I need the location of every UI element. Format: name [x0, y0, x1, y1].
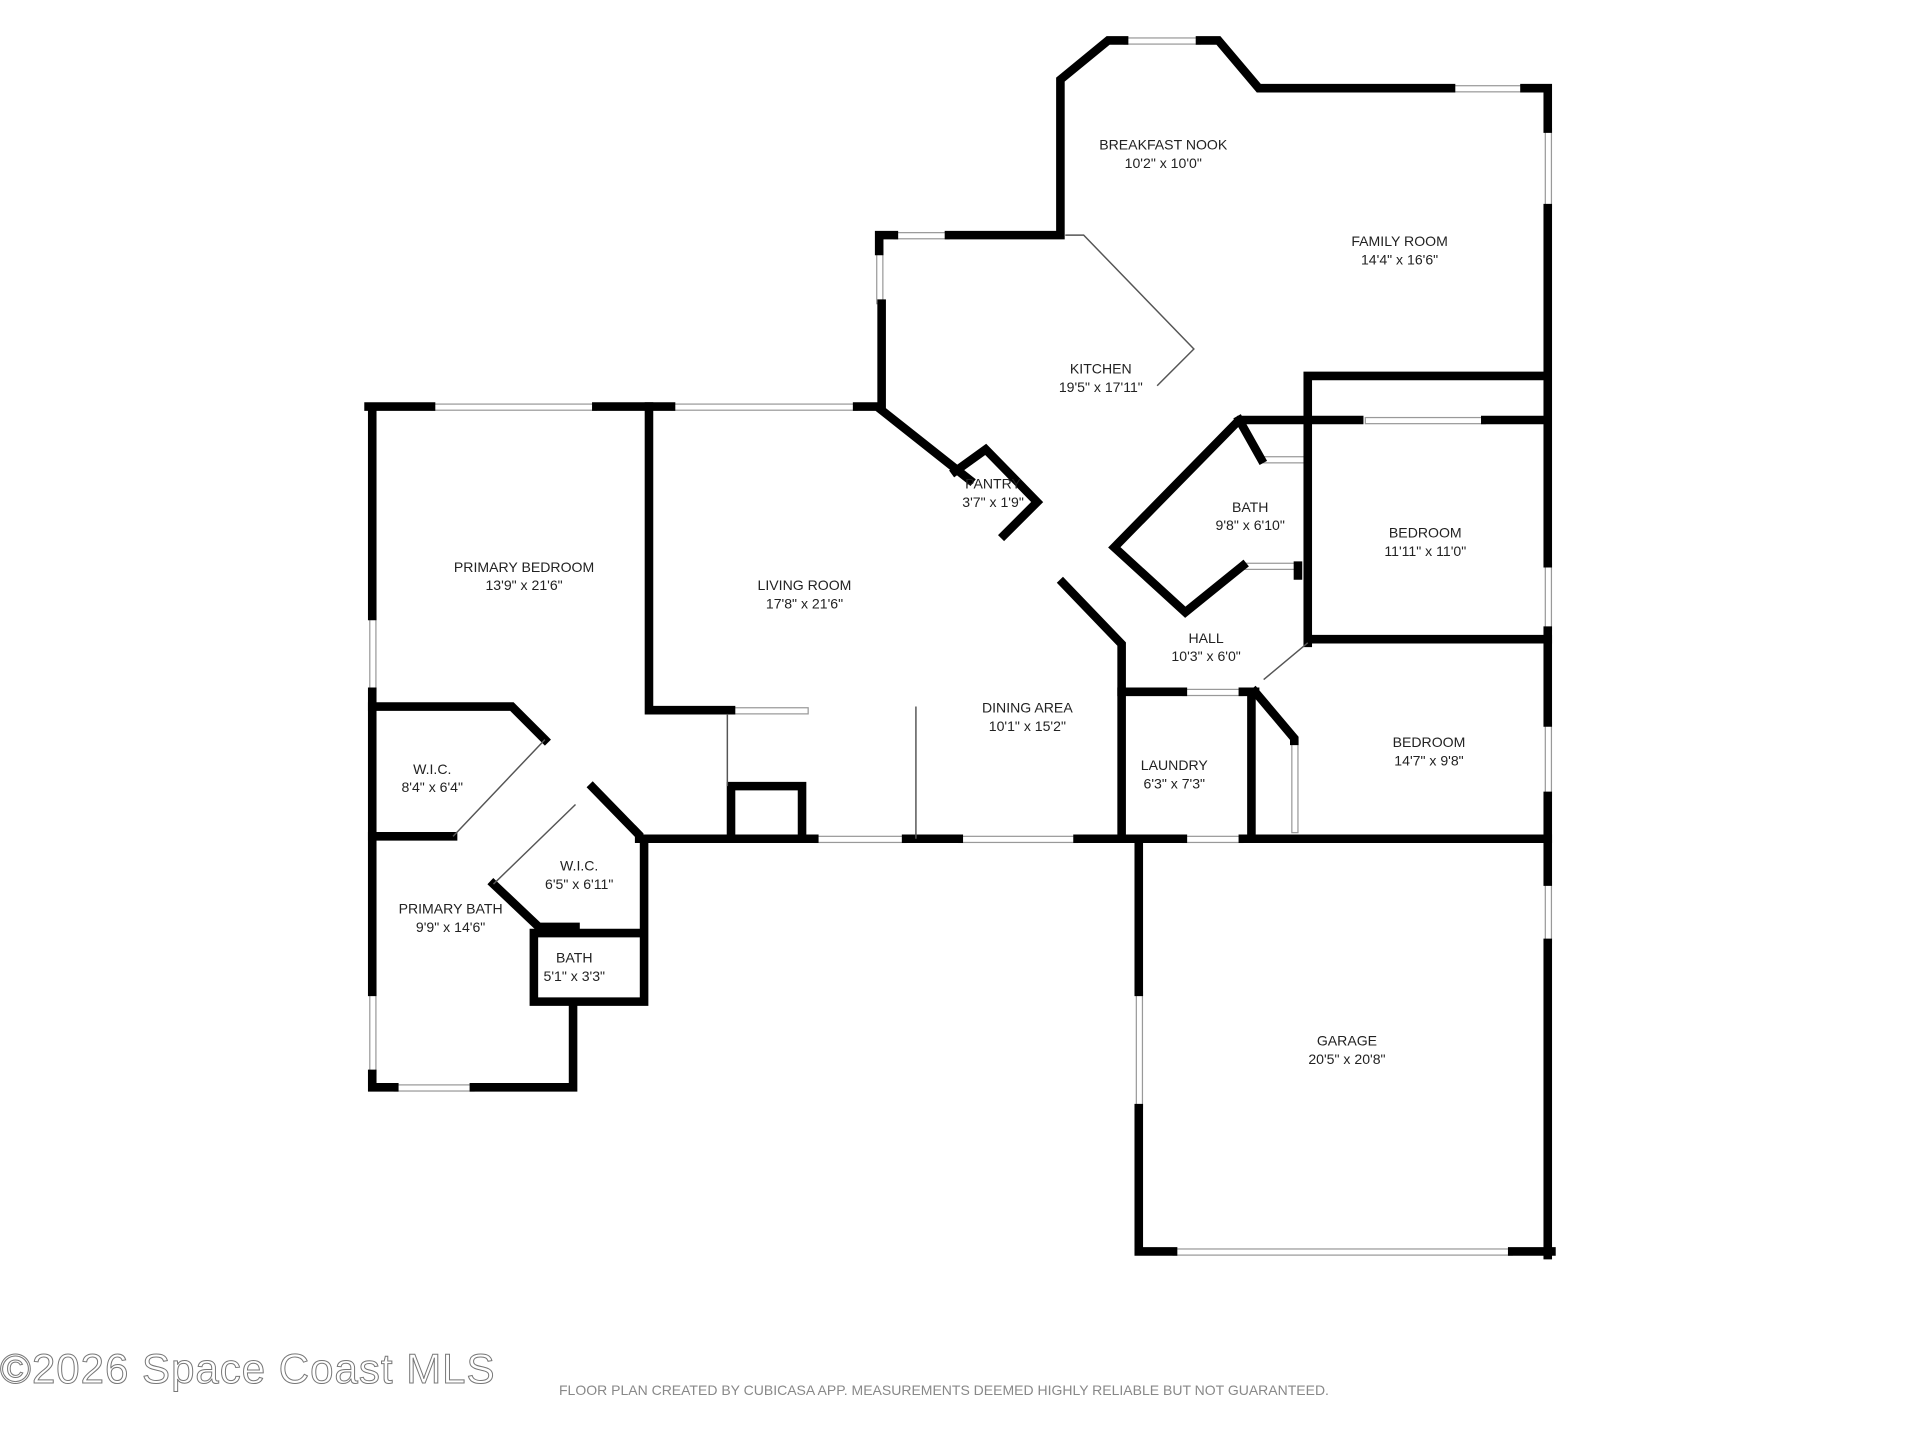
room-size: 6'3" x 7'3": [1144, 776, 1206, 792]
room-name: W.I.C.: [413, 761, 451, 777]
windows: [369, 37, 1553, 1256]
room-name: W.I.C.: [560, 858, 598, 874]
room-name: BEDROOM: [1393, 734, 1466, 750]
room-size: 11'11" x 11'0": [1384, 543, 1466, 559]
room-name: GARAGE: [1317, 1033, 1377, 1049]
room-name: KITCHEN: [1070, 360, 1132, 376]
room-size: 14'4" x 16'6": [1361, 251, 1438, 267]
room-name: DINING AREA: [982, 700, 1073, 716]
walls: [364, 36, 1556, 1260]
room-size: 6'5" x 6'11": [545, 876, 613, 892]
watermark: ©2026 Space Coast MLS: [0, 1345, 496, 1393]
room-size: 3'7" x 1'9": [962, 494, 1024, 510]
room-size: 10'2" x 10'0": [1125, 155, 1202, 171]
footer-disclaimer: FLOOR PLAN CREATED BY CUBICASA APP. MEAS…: [559, 1382, 1329, 1398]
room-name: BEDROOM: [1389, 525, 1462, 541]
room-size: 17'8" x 21'6": [766, 596, 843, 612]
room-size: 10'3" x 6'0": [1171, 648, 1240, 664]
room-name: BATH: [1232, 499, 1269, 515]
room-size: 20'5" x 20'8": [1308, 1051, 1385, 1067]
room-size: 13'9" x 21'6": [485, 577, 562, 593]
room-size: 9'8" x 6'10": [1216, 517, 1285, 533]
room-name: BREAKFAST NOOK: [1099, 136, 1228, 152]
room-name: PRIMARY BEDROOM: [454, 559, 594, 575]
room-size: 8'4" x 6'4": [401, 779, 463, 795]
room-size: 9'9" x 14'6": [416, 919, 485, 935]
room-size: 10'1" x 15'2": [989, 718, 1066, 734]
room-name: LIVING ROOM: [758, 577, 852, 593]
room-name: FAMILY ROOM: [1351, 233, 1447, 249]
room-name: PANTRY: [965, 476, 1021, 492]
room-name: BATH: [556, 949, 593, 965]
room-labels: BREAKFAST NOOK 10'2" x 10'0" FAMILY ROOM…: [399, 136, 1467, 1067]
room-size: 5'1" x 3'3": [544, 968, 606, 984]
room-size: 19'5" x 17'11": [1059, 379, 1143, 395]
room-size: 14'7" x 9'8": [1394, 752, 1463, 768]
room-name: PRIMARY BATH: [399, 900, 503, 916]
room-name: HALL: [1189, 630, 1224, 646]
room-name: LAUNDRY: [1141, 757, 1209, 773]
